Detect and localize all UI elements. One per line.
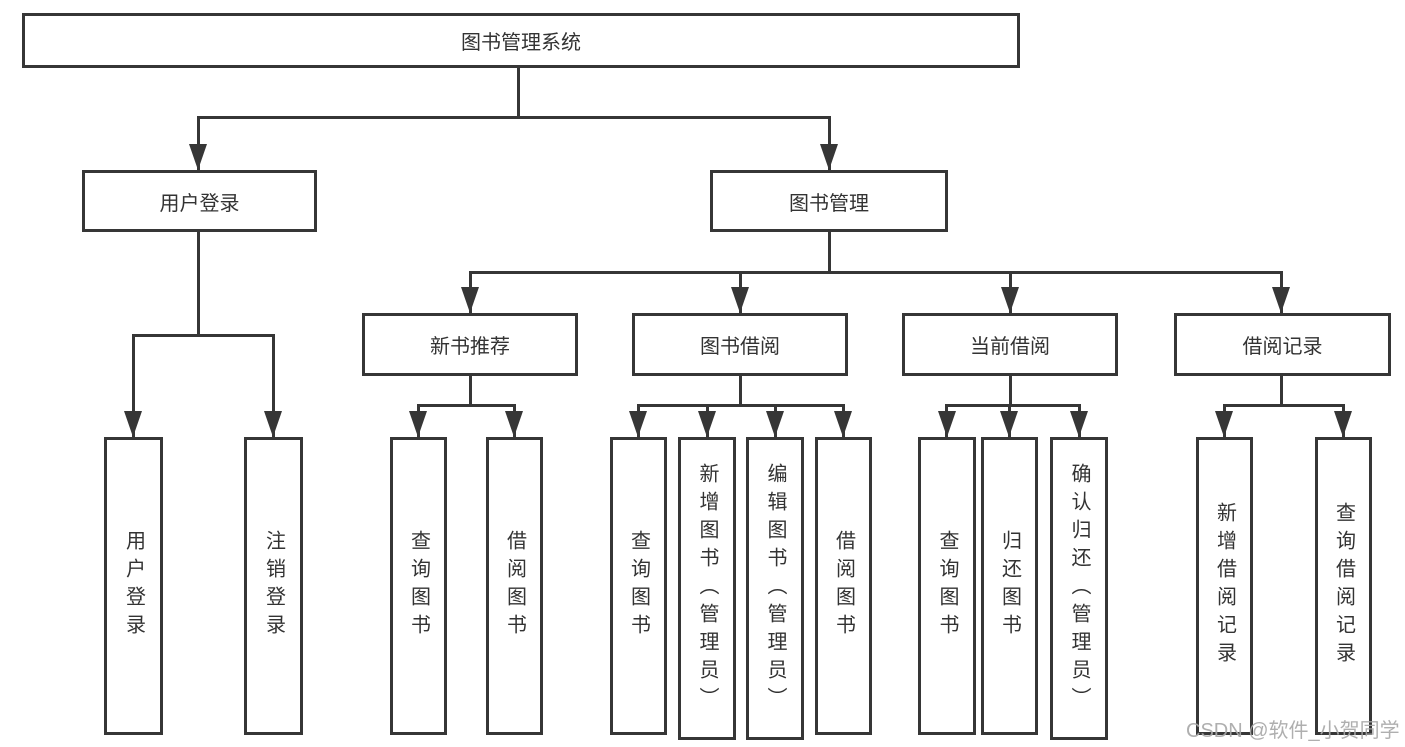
node-current-borrow: 当前借阅 (902, 313, 1118, 376)
arrowhead-down-icon (834, 411, 852, 437)
leaf-confirm-return-admin: 确认归还（管理员） (1050, 437, 1108, 740)
connector-line (739, 376, 742, 407)
connector-line (828, 232, 831, 274)
connector-line (132, 334, 135, 437)
connector-line (1223, 404, 1345, 407)
leaf-query-borrow-record: 查询借阅记录 (1315, 437, 1372, 735)
connector-line (197, 116, 200, 170)
arrowhead-down-icon (629, 411, 647, 437)
connector-line (828, 116, 831, 170)
leaf-return-books: 归还图书 (981, 437, 1038, 735)
leaf-query-borrow-record-label: 查询借阅记录 (1332, 502, 1355, 670)
leaf-borrow-borrow-books: 借阅图书 (815, 437, 872, 735)
arrowhead-down-icon (124, 411, 142, 437)
leaf-borrow-query-books: 查询图书 (610, 437, 667, 735)
node-borrow-records-label: 借阅记录 (1242, 336, 1323, 358)
leaf-edit-book-admin: 编辑图书（管理员） (746, 437, 804, 740)
node-current-borrow-label: 当前借阅 (970, 336, 1050, 358)
leaf-confirm-return-admin-label: 确认归还（管理员） (1068, 462, 1090, 715)
arrowhead-down-icon (1215, 411, 1233, 437)
node-user-login: 用户登录 (82, 170, 317, 232)
connector-line (469, 376, 472, 407)
arrowhead-down-icon (1001, 287, 1019, 313)
leaf-borrow-borrow-books-label: 借阅图书 (832, 530, 855, 642)
arrowhead-down-icon (264, 411, 282, 437)
connector-line (637, 404, 845, 407)
leaf-add-book-admin-label: 新增图书（管理员） (696, 462, 718, 715)
arrowhead-down-icon (938, 411, 956, 437)
connector-line (272, 334, 275, 437)
arrowhead-down-icon (1000, 411, 1018, 437)
node-new-book-recommend-label: 新书推荐 (430, 336, 510, 358)
arrowhead-down-icon (461, 287, 479, 313)
connector-line (197, 116, 830, 119)
leaf-borrow-query-books-label: 查询图书 (627, 530, 650, 642)
leaf-add-book-admin: 新增图书（管理员） (678, 437, 736, 740)
leaf-logout: 注销登录 (244, 437, 303, 735)
connector-line (469, 271, 1283, 274)
leaf-recommend-query-books-label: 查询图书 (407, 530, 430, 642)
leaf-current-query-books: 查询图书 (918, 437, 976, 735)
arrowhead-down-icon (505, 411, 523, 437)
connector-line (197, 232, 200, 337)
watermark: CSDN @软件_小贺同学 (1186, 720, 1400, 742)
leaf-recommend-query-books: 查询图书 (390, 437, 447, 735)
arrowhead-down-icon (820, 144, 838, 170)
leaf-user-login: 用户登录 (104, 437, 163, 735)
connector-line (132, 334, 275, 337)
arrowhead-down-icon (409, 411, 427, 437)
leaf-logout-label: 注销登录 (262, 530, 285, 642)
arrowhead-down-icon (1272, 287, 1290, 313)
connector-line (417, 404, 516, 407)
leaf-user-login-label: 用户登录 (122, 530, 145, 642)
leaf-edit-book-admin-label: 编辑图书（管理员） (764, 462, 786, 715)
node-book-borrow: 图书借阅 (632, 313, 848, 376)
node-book-management-label: 图书管理 (789, 192, 869, 215)
arrowhead-down-icon (189, 144, 207, 170)
node-book-borrow-label: 图书借阅 (700, 336, 780, 358)
connector-line (945, 404, 1081, 407)
leaf-add-borrow-record: 新增借阅记录 (1196, 437, 1253, 735)
node-root-label: 图书管理系统 (461, 32, 581, 54)
leaf-current-query-books-label: 查询图书 (936, 530, 958, 642)
node-root: 图书管理系统 (22, 13, 1020, 68)
leaf-return-books-label: 归还图书 (998, 530, 1021, 642)
arrowhead-down-icon (766, 411, 784, 437)
connector-line (1009, 376, 1012, 407)
arrowhead-down-icon (1070, 411, 1088, 437)
connector-line (1280, 376, 1283, 407)
leaf-add-borrow-record-label: 新增借阅记录 (1213, 502, 1236, 670)
arrowhead-down-icon (698, 411, 716, 437)
leaf-recommend-borrow-books: 借阅图书 (486, 437, 543, 735)
node-user-login-label: 用户登录 (159, 192, 240, 215)
arrowhead-down-icon (731, 287, 749, 313)
arrowhead-down-icon (1334, 411, 1352, 437)
node-new-book-recommend: 新书推荐 (362, 313, 578, 376)
node-book-management: 图书管理 (710, 170, 948, 232)
connector-line (517, 68, 520, 119)
node-borrow-records: 借阅记录 (1174, 313, 1391, 376)
leaf-recommend-borrow-books-label: 借阅图书 (503, 530, 526, 642)
